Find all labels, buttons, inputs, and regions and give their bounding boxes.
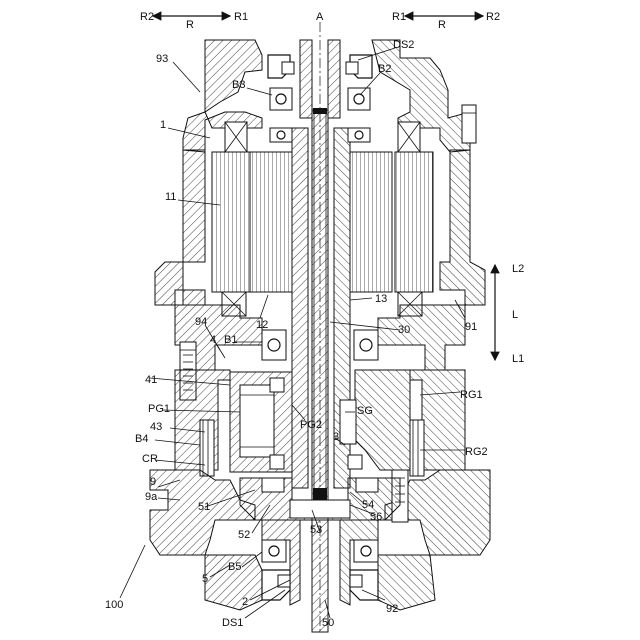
label-r-left: R bbox=[186, 19, 194, 31]
label-r1-right: R1 bbox=[392, 11, 406, 23]
label-30: 30 bbox=[398, 324, 410, 336]
bearing-b5-right bbox=[354, 540, 378, 562]
label-l2: L2 bbox=[512, 263, 524, 275]
label-13: 13 bbox=[375, 293, 387, 305]
label-56: 56 bbox=[370, 511, 382, 523]
label-ds2: DS2 bbox=[393, 39, 414, 51]
label-54: 54 bbox=[362, 499, 374, 511]
bolt-top-right bbox=[462, 105, 476, 143]
label-rg2: RG2 bbox=[465, 446, 488, 458]
label-pg1: PG1 bbox=[148, 403, 170, 415]
bearing-b3 bbox=[270, 88, 292, 110]
label-b5: B5 bbox=[228, 561, 241, 573]
label-43: 43 bbox=[150, 421, 162, 433]
label-94: 94 bbox=[195, 316, 207, 328]
label-3: 3 bbox=[333, 431, 339, 443]
label-51: 51 bbox=[198, 501, 210, 513]
sun-gear-sg bbox=[340, 400, 356, 444]
housing-bottom-right bbox=[378, 555, 435, 610]
shaft-end-plug bbox=[313, 488, 327, 500]
label-100: 100 bbox=[105, 599, 123, 611]
planet-gear-pg1 bbox=[240, 385, 274, 457]
label-sg: SG bbox=[357, 405, 373, 417]
label-rg1: RG1 bbox=[460, 389, 483, 401]
label-r2-right: R2 bbox=[486, 11, 500, 23]
label-11: 11 bbox=[165, 191, 176, 203]
label-r1-left: R1 bbox=[234, 11, 248, 23]
output-shaft-50 bbox=[312, 520, 328, 632]
housing-1-right-wall bbox=[440, 150, 485, 305]
label-9a: 9a bbox=[145, 491, 158, 503]
housing-1-left-wall bbox=[155, 150, 205, 305]
label-92: 92 bbox=[386, 603, 398, 615]
label-r-right: R bbox=[438, 19, 446, 31]
ring-gear-cr bbox=[200, 420, 214, 476]
label-9: 9 bbox=[150, 476, 156, 488]
label-a: A bbox=[316, 11, 324, 23]
label-12: 12 bbox=[256, 319, 268, 331]
pinion-53 bbox=[290, 500, 350, 518]
bearing-b1-right bbox=[354, 330, 378, 360]
shaft-seal-left bbox=[300, 40, 312, 118]
label-ds1: DS1 bbox=[222, 617, 243, 629]
label-b1: B1 bbox=[224, 334, 237, 346]
bearing-b2 bbox=[348, 88, 370, 110]
label-53: 53 bbox=[310, 524, 322, 536]
label-l1: L1 bbox=[512, 353, 524, 365]
label-r2-left: R2 bbox=[140, 11, 154, 23]
housing-middle-right bbox=[378, 305, 465, 370]
housing-93-right bbox=[372, 40, 470, 152]
label-93: 93 bbox=[156, 53, 168, 65]
label-41: 41 bbox=[145, 374, 157, 386]
rotor-left bbox=[250, 152, 292, 292]
label-52: 52 bbox=[238, 529, 250, 541]
label-b4: B4 bbox=[135, 433, 148, 445]
label-50: 50 bbox=[322, 617, 334, 629]
stator-right bbox=[395, 152, 433, 292]
housing-93-left bbox=[183, 40, 262, 152]
stator-left bbox=[212, 152, 250, 292]
ring-gear-rg1 bbox=[355, 370, 410, 470]
ring-gear-rg2 bbox=[410, 420, 424, 476]
label-b3: B3 bbox=[232, 79, 245, 91]
label-cr: CR bbox=[142, 453, 158, 465]
label-91: 91 bbox=[465, 321, 477, 333]
shaft-seal-right bbox=[328, 40, 340, 118]
label-2: 2 bbox=[242, 596, 248, 608]
label-5: 5 bbox=[202, 573, 208, 585]
rotor-right bbox=[350, 152, 392, 292]
label-l: L bbox=[512, 309, 518, 321]
label-1: 1 bbox=[160, 119, 166, 131]
rotor-shaft-13-left bbox=[292, 128, 308, 488]
label-4: 4 bbox=[210, 334, 216, 346]
bearing-b5-left bbox=[262, 540, 286, 562]
label-b2: B2 bbox=[378, 63, 391, 75]
label-pg2: PG2 bbox=[300, 419, 322, 431]
bearing-b1-left bbox=[262, 330, 286, 360]
